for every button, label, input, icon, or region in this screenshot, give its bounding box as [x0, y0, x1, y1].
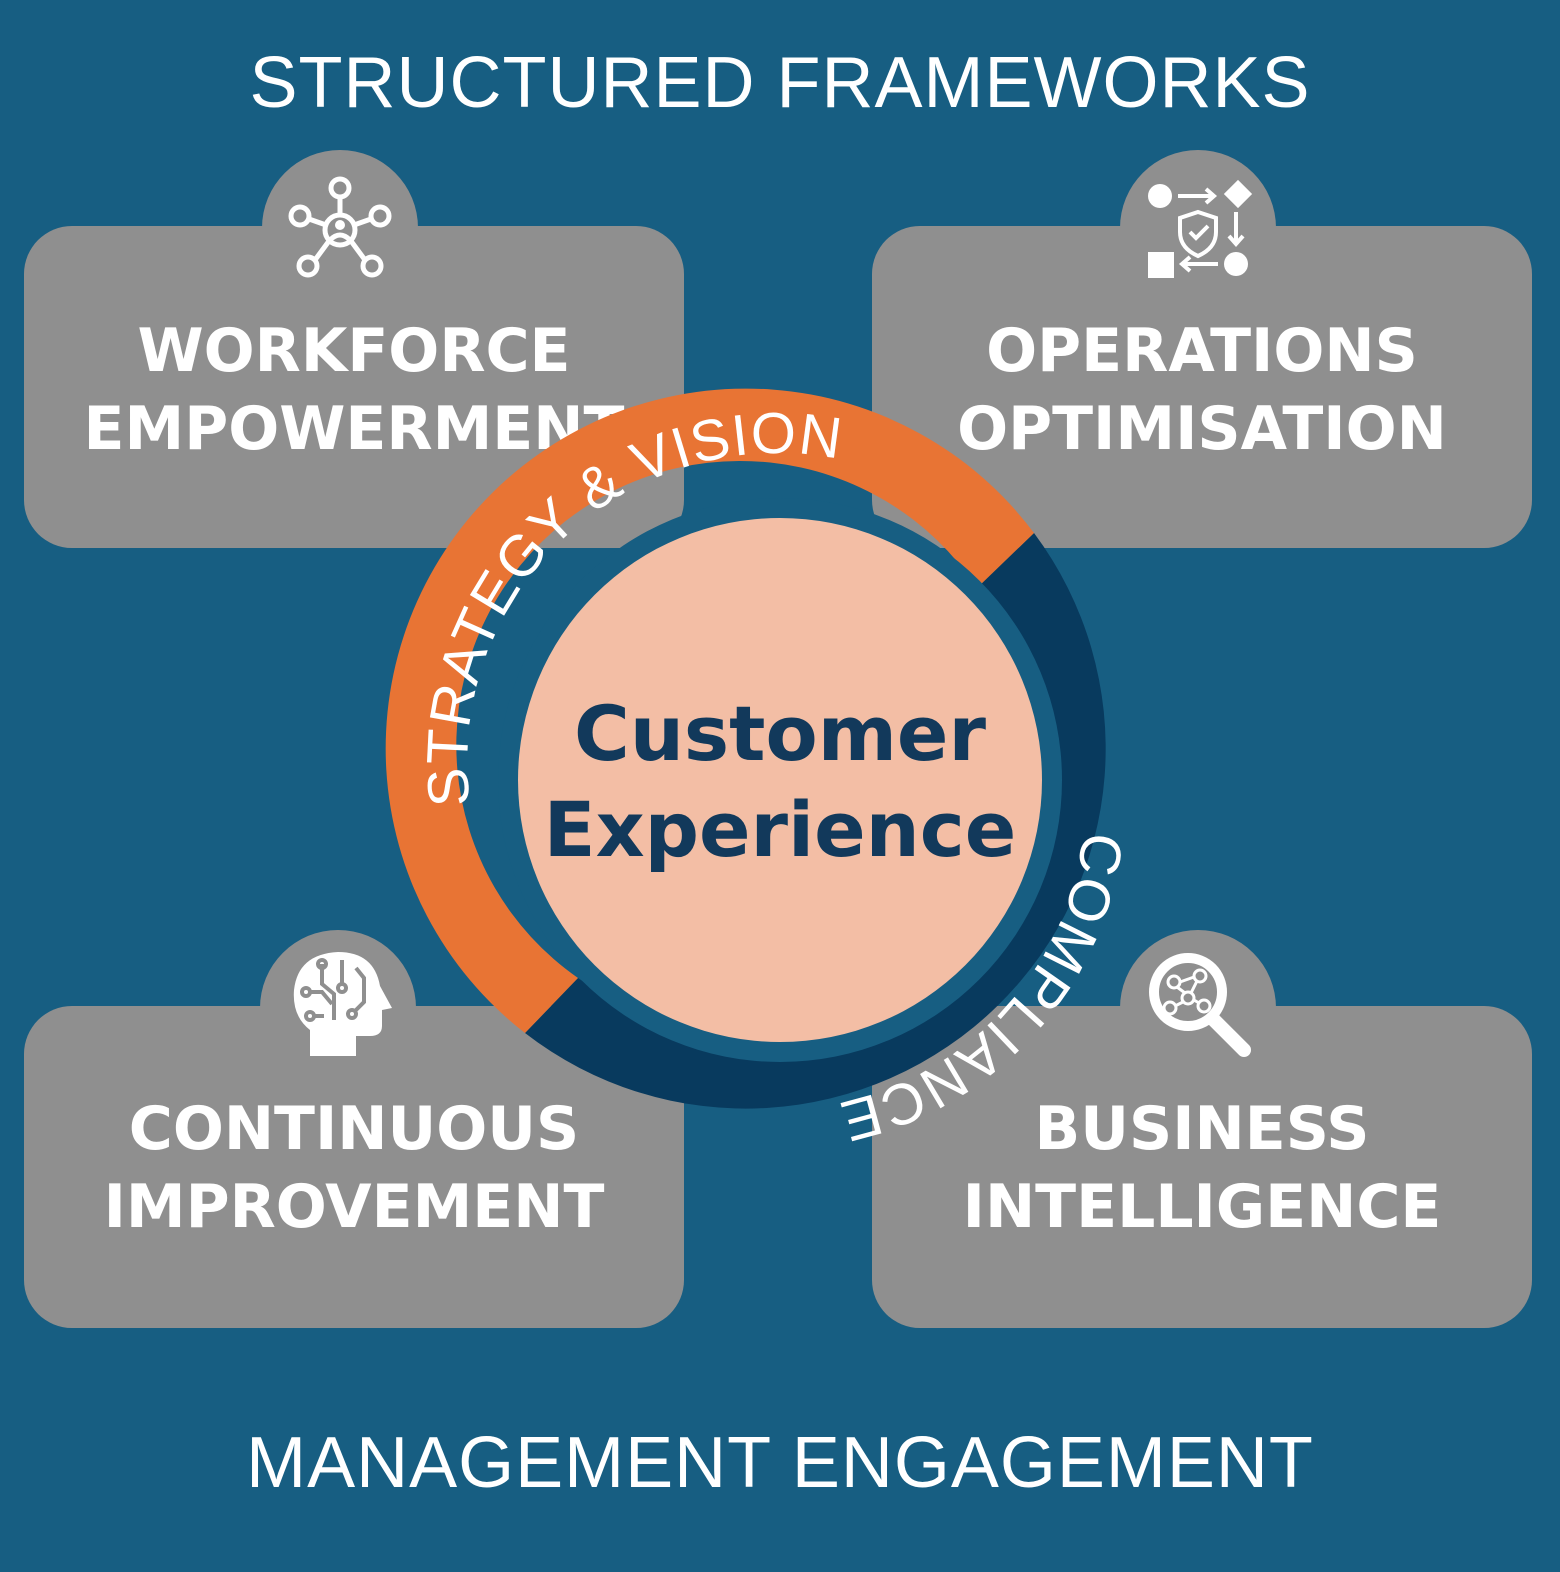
card-title-line: OPERATIONS: [986, 316, 1418, 386]
card-title-line: INTELLIGENCE: [962, 1172, 1442, 1242]
card-title-line: CONTINUOUS: [128, 1094, 580, 1164]
center-title-line: Experience: [543, 785, 1017, 874]
card-title-line: WORKFORCE: [137, 316, 571, 386]
page-title: STRUCTURED FRAMEWORKS: [249, 43, 1311, 123]
card-title-workforce: WORKFORCE EMPOWERMENT: [24, 312, 684, 468]
card-title-line: BUSINESS: [1034, 1094, 1370, 1164]
center-circle: [518, 518, 1042, 1042]
center-title: Customer Experience: [500, 686, 1060, 878]
network-people-icon: [288, 176, 392, 278]
center-title-line: Customer: [574, 689, 986, 778]
card-title-line: IMPROVEMENT: [103, 1172, 605, 1242]
magnifier-network-icon: [1149, 953, 1251, 1057]
card-title-line: EMPOWERMENT: [83, 394, 625, 464]
card-business-intelligence: [872, 1006, 1532, 1328]
card-title-business: BUSINESS INTELLIGENCE: [872, 1090, 1532, 1246]
card-title-operations: OPERATIONS OPTIMISATION: [872, 312, 1532, 468]
head-circuit-icon: [293, 952, 392, 1056]
page-footer-title: MANAGEMENT ENGAGEMENT: [246, 1423, 1314, 1503]
card-title-continuous: CONTINUOUS IMPROVEMENT: [24, 1090, 684, 1246]
card-title-line: OPTIMISATION: [957, 394, 1447, 464]
process-flow-shield-icon: [1148, 179, 1253, 278]
